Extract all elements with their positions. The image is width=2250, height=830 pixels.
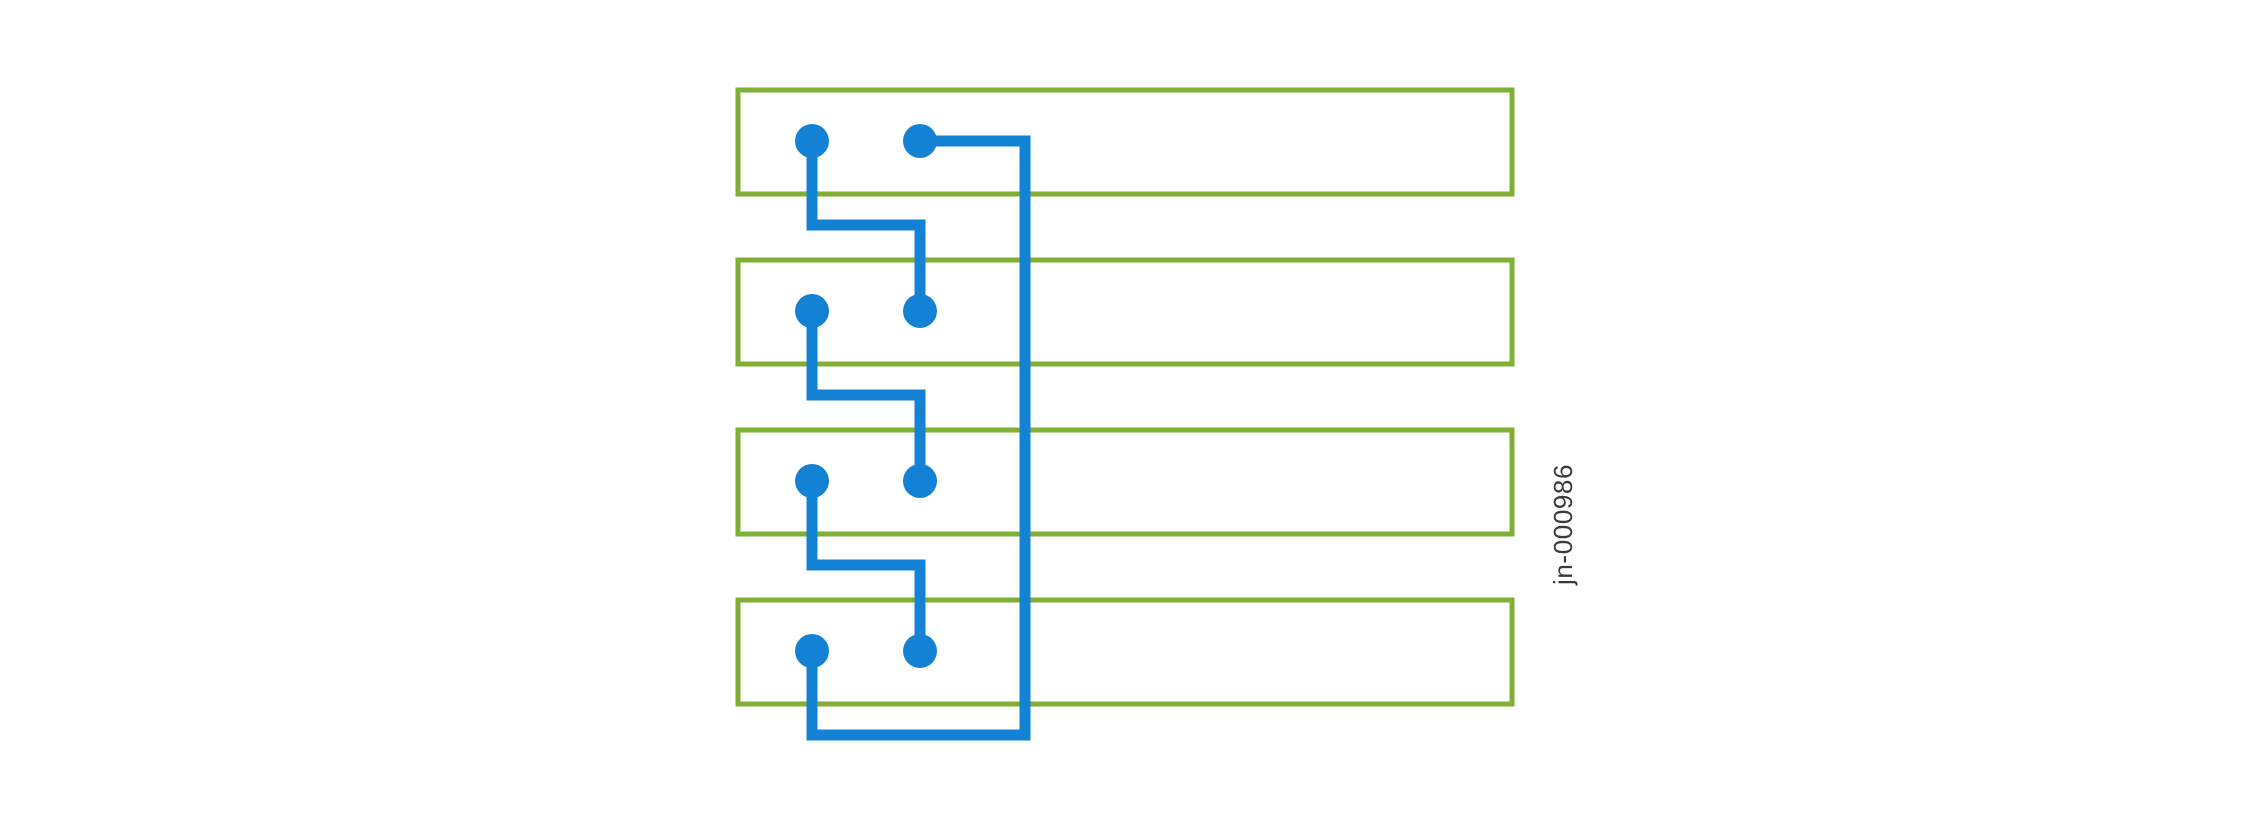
node-node-3-left xyxy=(795,464,829,498)
module-outline-2 xyxy=(735,257,1515,367)
module-outline-4 xyxy=(735,597,1515,707)
module-stack xyxy=(735,87,1515,707)
node-node-2-right xyxy=(903,294,937,328)
connector-link-1-2 xyxy=(806,141,926,311)
node-group xyxy=(795,124,937,668)
connector-link-3-4 xyxy=(806,481,926,651)
connector-link-2-3 xyxy=(806,311,926,481)
module-outline-1 xyxy=(735,87,1515,197)
node-node-4-left xyxy=(795,634,829,668)
module-outline-3 xyxy=(735,427,1515,537)
node-node-1-right xyxy=(903,124,937,158)
node-node-1-left xyxy=(795,124,829,158)
figure-reference-label: jn-000986 xyxy=(1548,463,1578,585)
connector-network xyxy=(806,135,1031,741)
connector-return-bus xyxy=(806,135,1031,741)
node-node-2-left xyxy=(795,294,829,328)
node-node-4-right xyxy=(903,634,937,668)
node-node-3-right xyxy=(903,464,937,498)
